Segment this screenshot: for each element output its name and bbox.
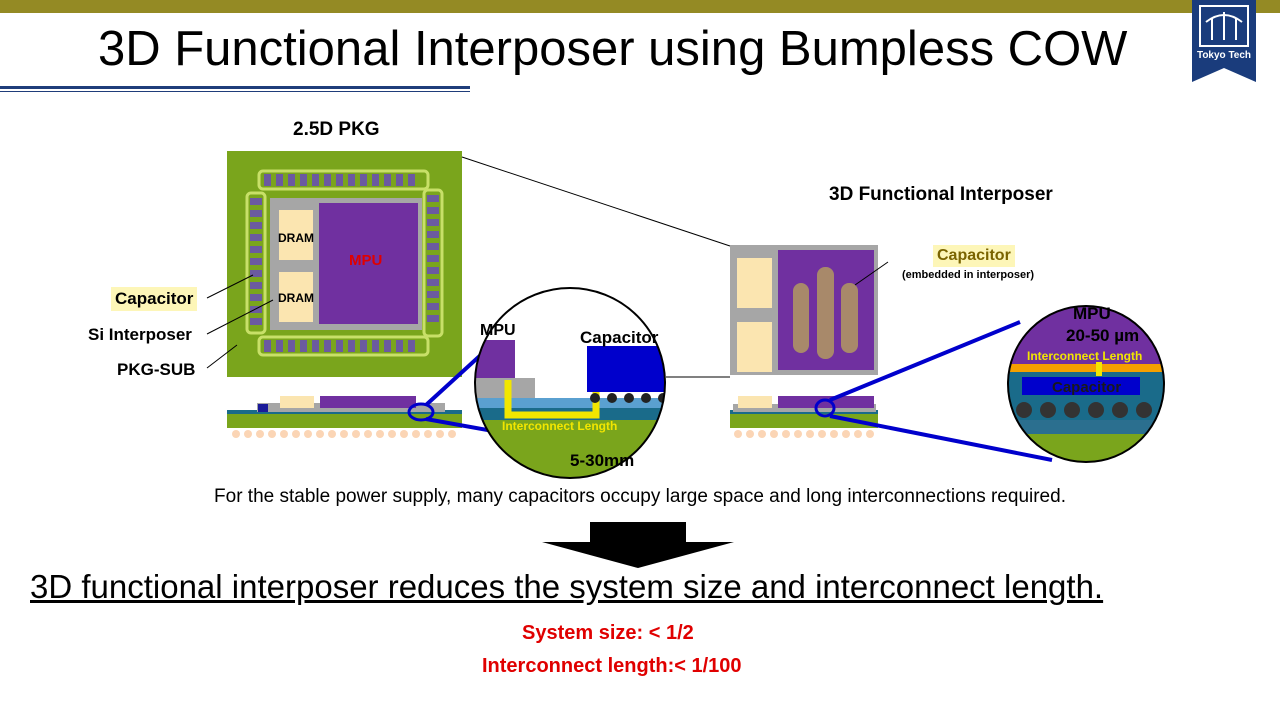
interposer-zoom-circle (829, 305, 1165, 463)
title-underline-thin (0, 91, 470, 92)
zoom-capacitor-label: Capacitor (580, 328, 659, 347)
down-arrow-icon (542, 522, 734, 568)
interposer-top-view (730, 245, 889, 375)
mpu-label: MPU (349, 252, 383, 269)
interconnect-length-result: Interconnect length:< 1/100 (482, 655, 742, 677)
embedded-note: (embedded in interposer) (902, 269, 1035, 281)
pkg-zoom-circle (424, 287, 666, 479)
capacitor-label: Capacitor (111, 287, 198, 311)
pkg-sub-label: PKG-SUB (117, 360, 196, 379)
description-text: For the stable power supply, many capaci… (214, 486, 1066, 507)
pkg-heading: 2.5D PKG (293, 119, 380, 140)
tokyo-tech-logo-icon (1192, 0, 1256, 82)
conclusion-text: 3D functional interposer reduces the sys… (30, 568, 1104, 605)
zoom-interconnect-label: Interconnect Length (502, 419, 618, 433)
logo-text: Tokyo Tech (1196, 50, 1252, 61)
system-size-result: System size: < 1/2 (522, 622, 694, 644)
title-underline (0, 86, 470, 89)
embedded-capacitor-label: Capacitor (933, 245, 1015, 267)
length-value: 5-30mm (570, 451, 635, 470)
interposer-heading: 3D Functional Interposer (829, 184, 1053, 205)
zoom-interconnect-label: Interconnect Length (1027, 349, 1143, 363)
pkg-top-view (227, 151, 462, 377)
title-bar (0, 0, 1280, 13)
dram-label: DRAM (278, 231, 314, 245)
zoom-length-value: 20-50 µm (1066, 326, 1140, 345)
dram-label: DRAM (278, 291, 314, 305)
pkg-cross-section (227, 396, 462, 438)
si-interposer-label: Si Interposer (88, 325, 192, 344)
interposer-cross-section (730, 396, 878, 438)
zoom-capacitor-label: Capacitor (1052, 379, 1122, 396)
slide-title: 3D Functional Interposer using Bumpless … (98, 22, 1128, 76)
zoom-mpu-label: MPU (480, 322, 516, 339)
zoom-mpu-label: MPU (1073, 304, 1111, 323)
